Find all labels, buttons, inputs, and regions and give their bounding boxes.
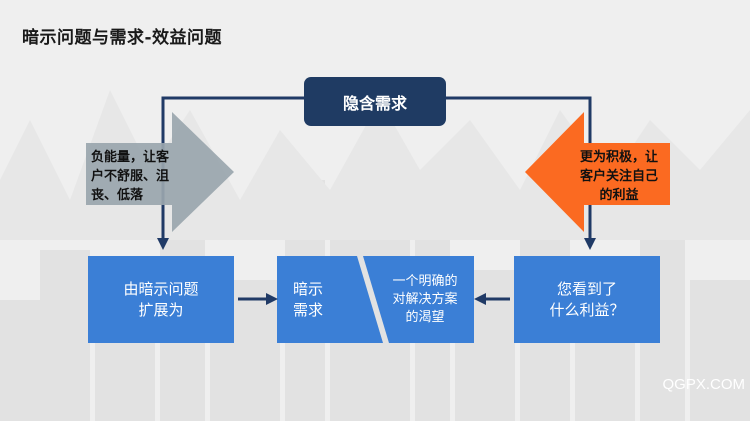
box-mid-b-line-1: 一个明确的	[392, 273, 458, 289]
left-arrow-line-3: 丧、低落	[91, 188, 144, 203]
box-implication-question: 由暗示问题 扩展为	[88, 256, 234, 343]
box-left-line-1: 由暗示问题	[123, 279, 199, 298]
box-left-line-2: 扩展为	[138, 300, 184, 319]
box-mid-b-line-2: 对解决方案	[392, 291, 458, 307]
watermark: QGPX.COM	[662, 376, 745, 393]
hidden-needs-box: 隐含需求	[304, 77, 446, 126]
left-big-arrow	[86, 112, 234, 232]
arrowhead-right-down	[584, 238, 596, 250]
right-arrow-label: 更为积极，让 客户关注自己 的利益	[566, 148, 672, 205]
box-mid-a-line-1: 暗示	[292, 279, 323, 298]
right-big-arrow	[525, 112, 670, 232]
box-right-line-2: 什么利益？	[549, 300, 625, 319]
left-arrow-line-2: 户不舒服、沮	[91, 169, 170, 184]
arrowhead-left-to-middle	[266, 293, 278, 305]
arrowhead-left-down	[157, 238, 169, 250]
right-arrow-line-1: 更为积极，让	[579, 150, 658, 165]
page-title: 暗示问题与需求-效益问题	[22, 28, 223, 48]
box-need-payoff-question: 您看到了 什么利益？	[514, 256, 660, 343]
box-mid-b-line-3: 的渴望	[405, 309, 445, 325]
left-arrow-label: 负能量，让客 户不舒服、沮 丧、低落	[91, 148, 211, 205]
box-mid-part-2: 一个明确的 对解决方案 的渴望	[375, 256, 475, 343]
box-right-line-1: 您看到了	[556, 279, 617, 298]
right-arrow-line-3: 的利益	[599, 188, 639, 203]
hidden-needs-label: 隐含需求	[342, 93, 407, 113]
box-implied-need: 暗示 需求 一个明确的 对解决方案 的渴望	[277, 256, 474, 343]
middle-box-left-part	[277, 256, 383, 343]
right-arrow-line-2: 客户关注自己	[579, 169, 658, 184]
box-mid-part-1: 暗示 需求	[281, 256, 335, 343]
left-arrow-line-1: 负能量，让客	[91, 150, 170, 165]
arrowhead-right-to-middle	[474, 293, 486, 305]
middle-box-right-part	[363, 256, 474, 343]
box-mid-a-line-2: 需求	[292, 300, 323, 319]
